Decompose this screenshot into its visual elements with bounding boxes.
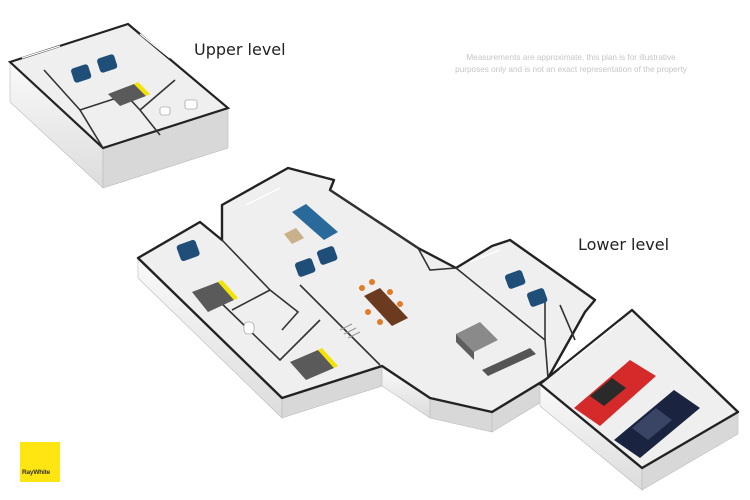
- stairs: [339, 323, 361, 339]
- upper-level-plan: [7, 22, 231, 189]
- toilet: [243, 321, 255, 335]
- bed: [108, 82, 150, 106]
- lower-level-label: Lower level: [578, 235, 670, 254]
- kitchen-counter: [482, 348, 536, 376]
- disclaimer-line: Measurements are approximate, this plan …: [466, 53, 676, 62]
- armchair: [526, 288, 548, 307]
- dining-table: [359, 279, 408, 326]
- armchair: [97, 54, 118, 73]
- armchair: [294, 258, 316, 277]
- navy-car: [614, 390, 700, 458]
- armchair: [316, 246, 338, 265]
- disclaimer-text: Measurements are approximate, this plan …: [440, 52, 702, 76]
- lower-level-plan: [136, 166, 597, 433]
- bed: [290, 348, 338, 380]
- armchair: [504, 270, 526, 289]
- coffee-table: [284, 228, 304, 244]
- bed: [192, 280, 238, 312]
- garage-plan: [538, 308, 740, 491]
- raywhite-logo: RayWhite: [20, 442, 60, 482]
- kitchen-island: [456, 322, 498, 360]
- sofa: [292, 204, 338, 240]
- upper-level-label: Upper level: [194, 40, 286, 59]
- bath-fixtures: [159, 99, 198, 116]
- disclaimer-line: purposes only and is not an exact repres…: [455, 65, 687, 74]
- brand-name: RayWhite: [22, 469, 51, 476]
- armchair: [176, 239, 200, 262]
- armchair: [71, 64, 92, 83]
- red-car: [574, 360, 656, 426]
